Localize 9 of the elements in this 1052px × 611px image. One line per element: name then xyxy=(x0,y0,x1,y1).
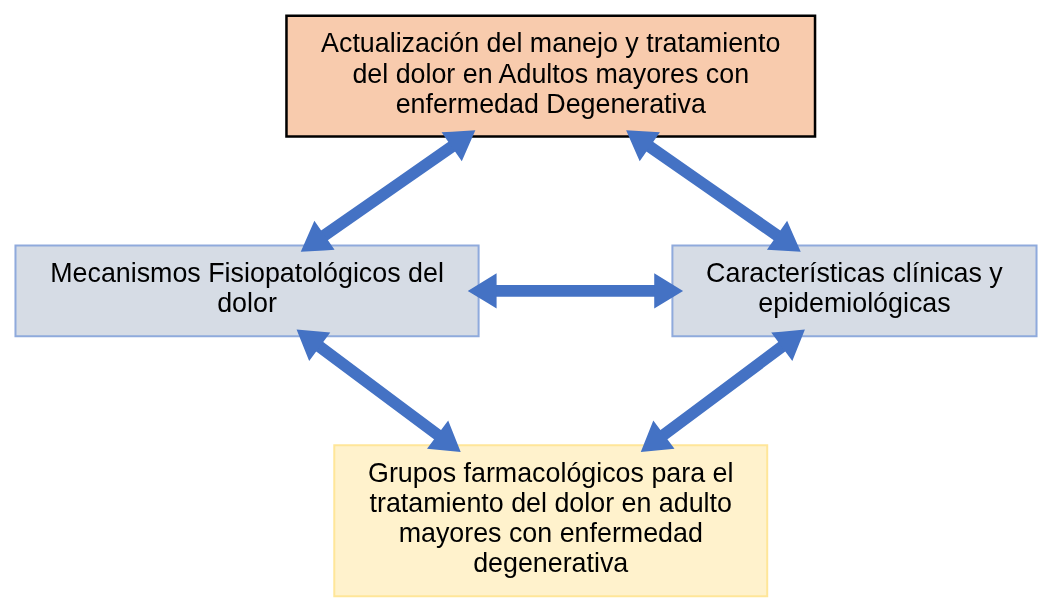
arrow xyxy=(467,272,684,309)
node-box: Actualización del manejo y tratamiento del dolor en Adultos mayores con enfermedad Degenerativa xyxy=(285,13,817,138)
arrow xyxy=(626,129,801,252)
arrow xyxy=(296,329,461,452)
node-box: Grupos farmacológicos para el tratamiento del dolor en adulto mayores con enfermedad degenerativa xyxy=(333,443,769,597)
node-box: Características clínicas y epidemiológicas xyxy=(671,244,1038,337)
arrow xyxy=(300,129,476,252)
node-box: Mecanismos Fisiopatológicos del dolor xyxy=(14,244,480,337)
arrow xyxy=(640,329,805,452)
